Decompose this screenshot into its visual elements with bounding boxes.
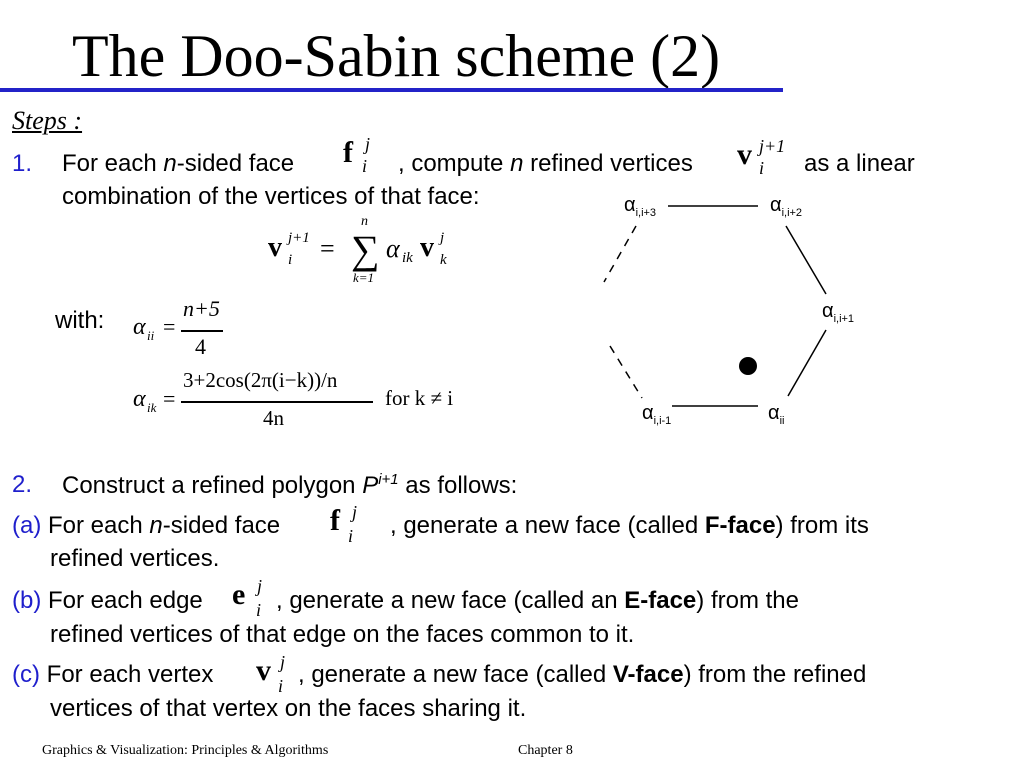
alpha-ik-numerator: 3+2cos(2π(i−k))/n xyxy=(183,368,338,392)
label-alpha-ii: αii xyxy=(768,402,785,427)
alpha-ik-formula: α ik = 3+2cos(2π(i−k))/n 4n for k ≠ i xyxy=(133,368,454,430)
alpha-ii-denominator: 4 xyxy=(195,334,206,359)
item-a-line1: (a) For each n-sided face xyxy=(12,512,281,539)
edge-lower-right xyxy=(787,329,827,397)
footer-chapter: Chapter 8 xyxy=(518,743,573,758)
label-alpha-i-im1: αi,i-1 xyxy=(642,402,672,427)
vertex-symbol-c: v j i xyxy=(256,652,286,696)
item-c-line2: vertices of that vertex on the faces sha… xyxy=(50,695,527,722)
step1-line2: combination of the vertices of that face… xyxy=(62,183,480,210)
item-c-line1: (c) For each vertex xyxy=(12,661,214,688)
label-alpha-i-i3: αi,i+3 xyxy=(624,194,657,219)
step1-line1-part1: For each n-sided face xyxy=(62,150,295,177)
edge-symbol-b: e j i xyxy=(232,576,263,620)
edge-upper-right xyxy=(785,225,827,295)
label-alpha-i-i1: αi,i+1 xyxy=(822,300,855,325)
face-centroid-dot xyxy=(739,357,757,375)
item-a-line1-rest: , generate a new face (called F-face) fr… xyxy=(390,512,869,539)
alpha-ik-condition: for k ≠ i xyxy=(385,386,454,410)
with-label: with: xyxy=(55,307,105,334)
alpha-ik-denominator: 4n xyxy=(263,406,284,430)
step1-number: 1. xyxy=(12,150,33,177)
item-a-line2: refined vertices. xyxy=(50,545,220,572)
step2-number: 2. xyxy=(12,471,33,498)
item-c-line1-rest: , generate a new face (called V-face) fr… xyxy=(298,661,867,688)
face-symbol-f-i-j: f j i xyxy=(343,134,371,176)
step1-line1-part3: as a linear xyxy=(804,150,915,177)
sum-lower: k=1 xyxy=(353,270,375,285)
step2-text: Construct a refined polygon Pi+1 as foll… xyxy=(62,471,518,499)
edge-lower-left-dashed xyxy=(609,345,643,399)
item-b-line1: (b) For each edge xyxy=(12,587,203,614)
label-alpha-i-i2: αi,i+2 xyxy=(770,194,803,219)
title-underline xyxy=(0,88,783,92)
item-b-line2: refined vertices of that edge on the fac… xyxy=(50,621,635,648)
face-symbol-a: f j i xyxy=(330,502,358,546)
steps-label: Steps : xyxy=(12,106,83,135)
vertex-symbol-v-i-j1: v j+1 i xyxy=(737,136,786,178)
item-b-line1-rest: , generate a new face (called an E-face)… xyxy=(276,587,799,614)
step1-line1-part2: , compute n refined vertices xyxy=(398,150,693,177)
sum-upper: n xyxy=(361,214,368,229)
edge-upper-left-dashed xyxy=(603,225,637,283)
footer-book-title: Graphics & Visualization: Principles & A… xyxy=(42,743,329,758)
sum-formula: v j+1 i = ∑ n k=1 α ik v j k xyxy=(268,214,447,285)
alpha-ii-numerator: n+5 xyxy=(183,296,220,321)
alpha-ii-formula: α ii = n+5 4 xyxy=(133,296,233,362)
hexagon-weight-diagram xyxy=(603,205,827,407)
slide-title: The Doo-Sabin scheme (2) xyxy=(72,23,721,89)
